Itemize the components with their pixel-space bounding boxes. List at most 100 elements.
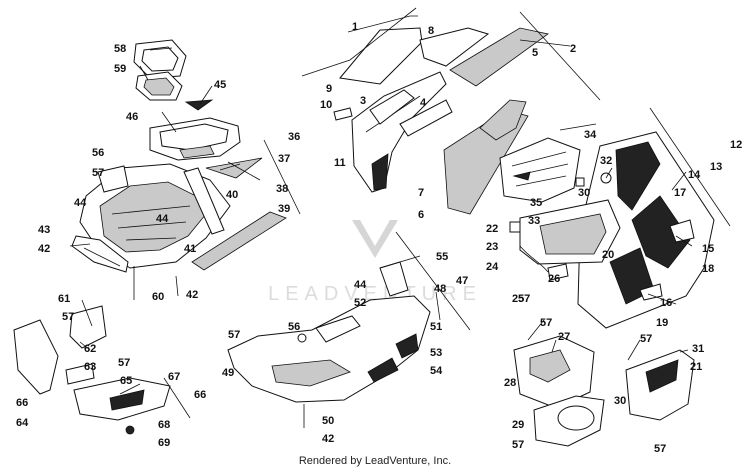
callout-46: 46 (126, 111, 138, 123)
callout-6: 6 (418, 209, 424, 221)
callout-13: 13 (710, 161, 722, 173)
callout-22: 22 (486, 223, 498, 235)
callout-57-e: 57 (518, 293, 530, 305)
callout-14: 14 (688, 169, 701, 181)
callout-23: 23 (486, 241, 498, 253)
screw-30a[interactable] (575, 177, 585, 187)
watermark-text: LEADVENTURE (268, 283, 482, 305)
callout-8: 8 (428, 25, 434, 37)
callout-37: 37 (278, 153, 290, 165)
callout-41: 41 (184, 243, 196, 255)
callout-55: 55 (436, 251, 448, 263)
callout-53: 53 (430, 347, 442, 359)
callout-50: 50 (322, 415, 334, 427)
callout-5: 5 (532, 47, 538, 59)
callout-59: 59 (114, 63, 126, 75)
callout-28: 28 (504, 377, 516, 389)
callout-57-g: 57 (512, 439, 524, 451)
callout-18: 18 (702, 263, 714, 275)
grille-34[interactable] (499, 137, 581, 203)
windshield-9[interactable] (339, 27, 423, 85)
callout-17: 17 (674, 187, 686, 199)
decal-38[interactable] (205, 157, 263, 179)
callout-57-h: 57 (640, 333, 652, 345)
callout-30-lower: 30 (614, 395, 626, 407)
callout-40: 40 (226, 189, 238, 201)
callout-34: 34 (584, 129, 597, 141)
bracket-56[interactable] (97, 165, 129, 193)
callout-56-bottom: 56 (288, 321, 300, 333)
callout-69: 69 (158, 437, 170, 449)
watermark: LEADVENTURE (268, 220, 482, 305)
callout-57-f: 57 (540, 317, 552, 329)
bracket-52[interactable] (315, 315, 361, 343)
callout-4: 4 (420, 97, 427, 109)
callout-57-i: 57 (654, 443, 666, 455)
callout-63: 63 (84, 361, 96, 373)
rivet-56b[interactable] (297, 333, 307, 343)
callout-43: 43 (38, 224, 50, 236)
callout-7: 7 (418, 187, 424, 199)
callout-3: 3 (360, 95, 366, 107)
hood-46[interactable] (149, 117, 241, 161)
callout-45: 45 (214, 79, 226, 91)
mesh-7[interactable] (479, 99, 527, 141)
callout-44-left: 44 (74, 197, 87, 209)
callout-67: 67 (168, 371, 180, 383)
callout-62: 62 (84, 343, 96, 355)
callout-57-b: 57 (62, 311, 74, 323)
plug-69[interactable] (125, 425, 135, 435)
duct-29[interactable] (533, 395, 605, 447)
side-panel-12[interactable] (577, 131, 715, 329)
latch-35[interactable] (512, 171, 531, 181)
callout-38: 38 (276, 183, 288, 195)
credit-text: Rendered by LeadVenture, Inc. (299, 455, 451, 467)
bracket-62[interactable] (69, 305, 107, 349)
decal-45[interactable] (184, 99, 214, 111)
callout-33: 33 (528, 215, 540, 227)
callout-61: 61 (58, 293, 70, 305)
leader-lines (69, 7, 731, 428)
callout-25: 25 (512, 293, 524, 305)
mesh-39[interactable] (191, 211, 287, 271)
callout-1: 1 (352, 21, 358, 33)
clip-26[interactable] (547, 263, 569, 281)
callout-52: 52 (354, 297, 366, 309)
lower-panel-20[interactable] (519, 199, 621, 265)
callout-66-left: 66 (16, 397, 28, 409)
callout-44-center: 44 (156, 213, 169, 225)
callout-60: 60 (152, 291, 164, 303)
panel-3[interactable] (369, 89, 415, 125)
gasket-58[interactable] (133, 39, 187, 79)
callout-42-left: 42 (38, 243, 50, 255)
callout-57-c: 57 (118, 357, 130, 369)
callout-16: 16 (660, 297, 672, 309)
side-panel-11[interactable] (351, 71, 447, 193)
callout-35: 35 (530, 197, 542, 209)
strut-40[interactable] (183, 167, 225, 235)
callout-2: 2 (570, 43, 576, 55)
callout-26: 26 (548, 273, 560, 285)
bolt-22[interactable] (509, 221, 521, 233)
callout-27: 27 (558, 331, 570, 343)
step-65[interactable] (73, 377, 171, 421)
watermark-logo (352, 220, 398, 258)
callout-65: 65 (120, 375, 132, 387)
seal-5[interactable] (449, 27, 549, 87)
callout-labels: 1 2 3 4 5 6 7 8 9 10 11 12 13 14 15 16 1… (16, 21, 742, 455)
trim-8[interactable] (419, 27, 490, 67)
cover-28[interactable] (513, 335, 595, 409)
belly-pan-48[interactable] (227, 295, 431, 403)
callout-12: 12 (730, 139, 742, 151)
callout-48: 48 (434, 283, 446, 295)
callout-66-right: 66 (194, 389, 206, 401)
callout-32: 32 (600, 155, 612, 167)
callout-31: 31 (692, 343, 704, 355)
panel-61[interactable] (13, 319, 59, 395)
panel-21[interactable] (625, 349, 695, 421)
cover-63[interactable] (65, 363, 95, 385)
harness-24[interactable] (519, 245, 549, 273)
panel-4[interactable] (399, 99, 453, 137)
clip-10[interactable] (333, 107, 353, 121)
